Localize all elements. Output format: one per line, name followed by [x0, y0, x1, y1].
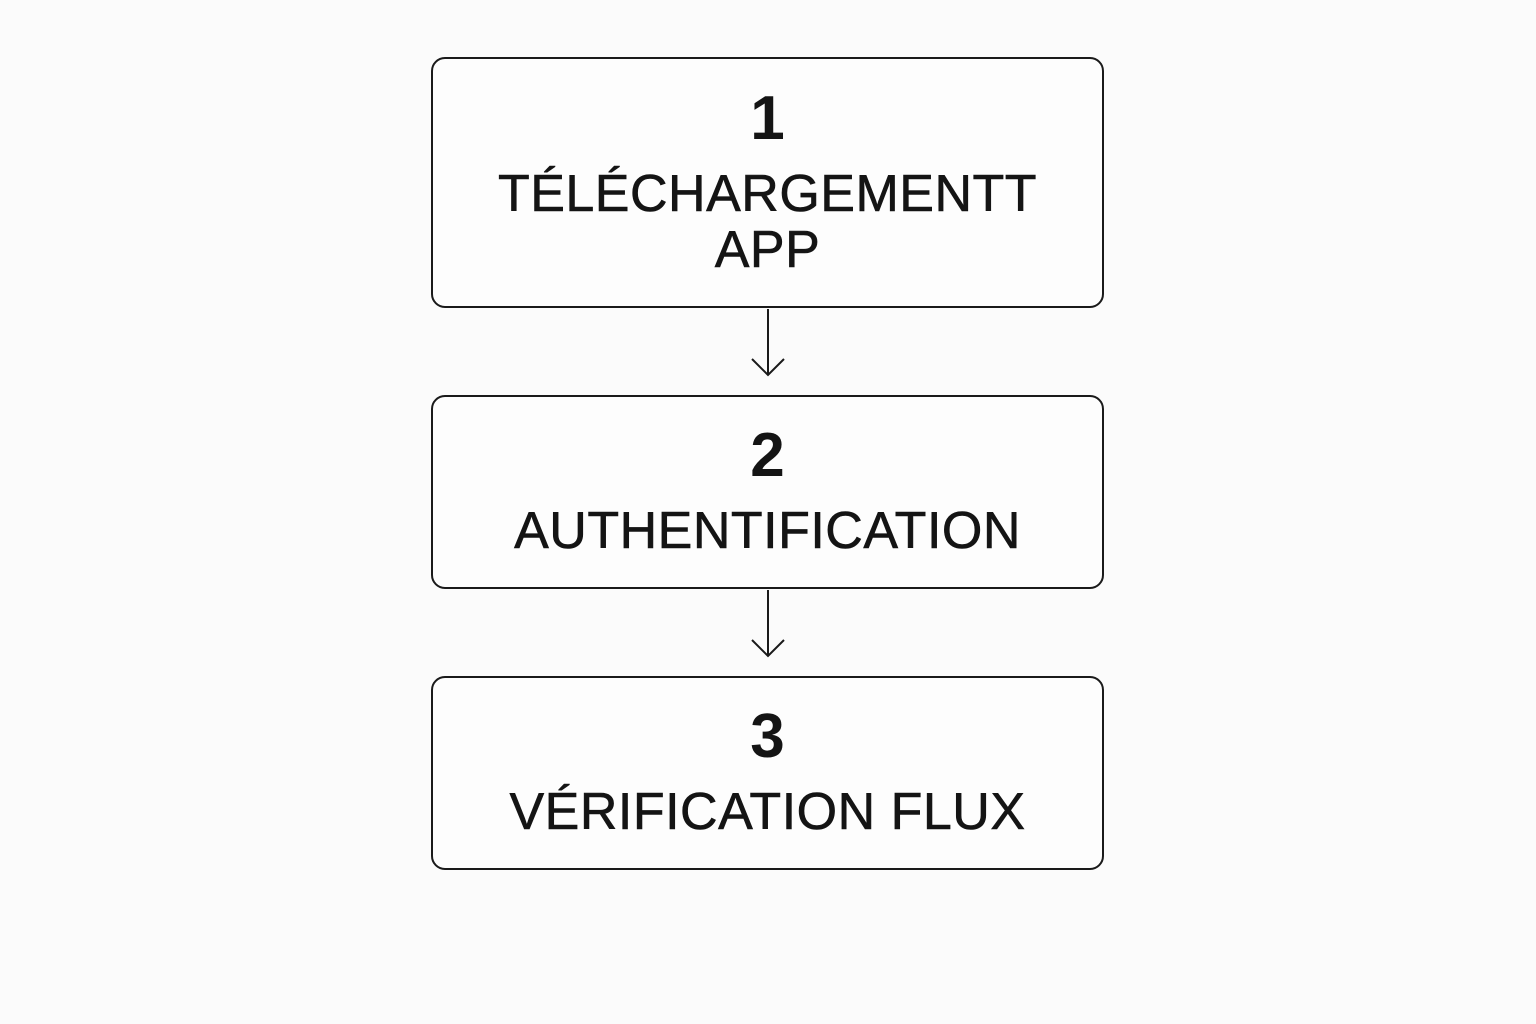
step-box-3: 3 VÉRIFICATION FLUX — [431, 676, 1104, 870]
step-number: 1 — [750, 83, 785, 153]
step-box-1: 1 TÉLÉCHARGEMENTT APP — [431, 57, 1104, 308]
step-box-2: 2 AUTHENTIFICATION — [431, 395, 1104, 589]
step-label: VÉRIFICATION FLUX — [509, 783, 1026, 841]
step-label-line: TÉLÉCHARGEMENTT — [497, 164, 1038, 223]
down-arrow-icon — [751, 590, 785, 660]
step-label-line: APP — [714, 220, 821, 279]
step-number: 3 — [750, 702, 785, 771]
step-label: TÉLÉCHARGEMENTT APP — [497, 164, 1038, 279]
down-arrow-icon — [751, 309, 785, 379]
step-label-line: VÉRIFICATION FLUX — [509, 783, 1026, 841]
step-number: 2 — [750, 421, 785, 490]
step-label-line: AUTHENTIFICATION — [514, 502, 1021, 560]
step-label: AUTHENTIFICATION — [514, 502, 1021, 560]
